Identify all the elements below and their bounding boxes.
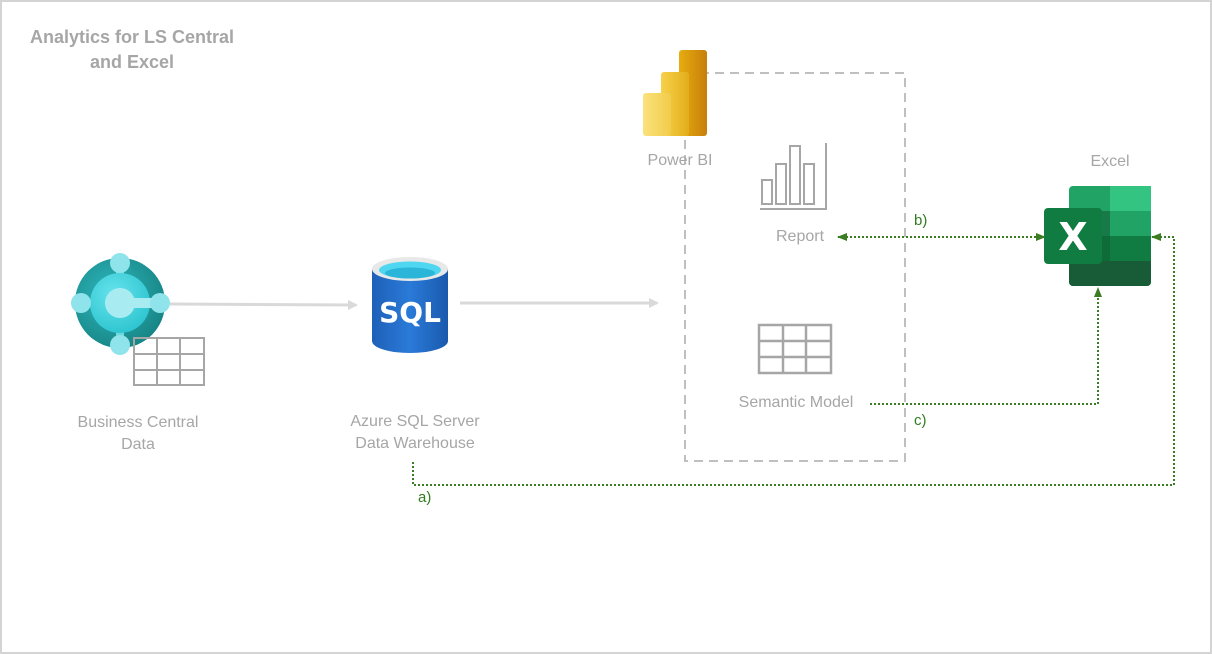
arrow-bc-to-sql: [169, 299, 358, 310]
power-bi-icon[interactable]: [643, 50, 709, 138]
excel-icon[interactable]: X: [1044, 186, 1152, 288]
connector-c[interactable]: [870, 287, 1102, 405]
connector-c-label: c): [914, 412, 927, 429]
report-label[interactable]: Report: [775, 228, 825, 245]
business-central-icon: [71, 253, 205, 386]
title-line-1: Analytics for LS Central: [29, 27, 235, 47]
excel-icon-text: X: [1058, 215, 1087, 259]
sql-database-icon[interactable]: SQL: [370, 255, 450, 355]
table-grid-icon: [757, 323, 833, 375]
excel-label: Excel: [1090, 153, 1130, 170]
connector-b-label: b): [914, 212, 928, 229]
title-line-2: and Excel: [89, 52, 175, 72]
sql-icon-text: SQL: [379, 296, 441, 329]
diagram-title: Analytics for LS Central and Excel: [16, 25, 248, 75]
connector-a[interactable]: [412, 233, 1175, 486]
power-bi-group-border: [684, 72, 906, 462]
bar-chart-icon: [760, 143, 827, 210]
power-bi-label: Power BI: [647, 152, 713, 169]
data-table-icon: [133, 337, 205, 386]
business-central-label: Business Central Data: [77, 414, 199, 453]
connector-a-label: a): [418, 489, 432, 506]
sql-label: Azure SQL Server Data Warehouse: [350, 413, 480, 452]
semantic-model-label[interactable]: Semantic Model: [738, 394, 854, 411]
